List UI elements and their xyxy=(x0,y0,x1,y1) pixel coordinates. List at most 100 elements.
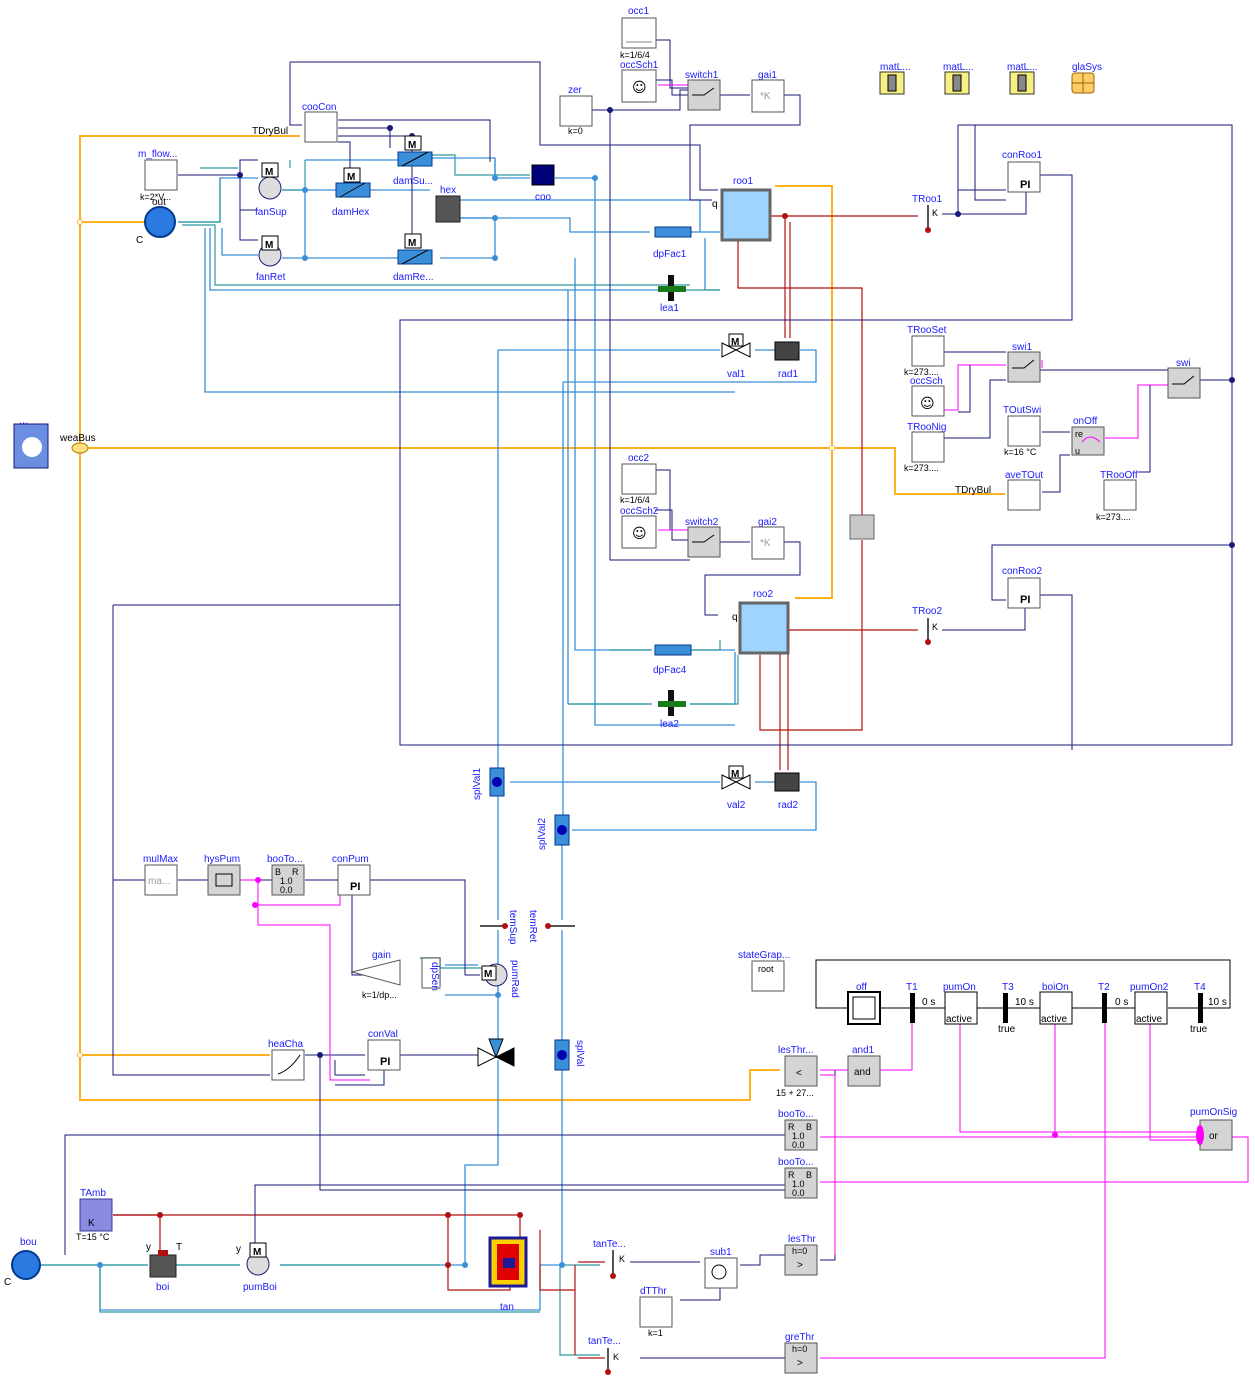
damHex-block[interactable]: M damHex xyxy=(332,167,371,218)
greThr-block[interactable]: greThr h=0 > xyxy=(784,1332,818,1374)
splVal1-block[interactable]: splVal1 xyxy=(472,767,505,800)
pumRad-block[interactable]: M pumRad xyxy=(481,960,520,998)
lea1-label: lea1 xyxy=(660,303,679,314)
dTThr-block[interactable]: dTThr k=1 xyxy=(639,1286,673,1338)
heaCha-block[interactable]: heaCha xyxy=(268,1039,305,1081)
gai2-block[interactable]: gai2 *K xyxy=(751,517,785,560)
damSup-block[interactable]: M damSu... xyxy=(393,135,433,187)
dpFac1-block[interactable]: dpFac1 xyxy=(653,226,692,260)
swi1-block[interactable]: swi1 xyxy=(1007,342,1041,383)
fanSup-m: M xyxy=(265,167,273,178)
splVal-block[interactable]: splVal xyxy=(554,1039,585,1071)
roo1-block[interactable]: roo1 q xyxy=(712,176,772,242)
stateGraph-block[interactable]: stateGrap... root xyxy=(738,950,790,992)
sub1-block[interactable]: sub1 xyxy=(704,1247,738,1289)
cooCon-block[interactable]: cooCon TDryBul xyxy=(252,102,338,143)
swi-block[interactable]: swi xyxy=(1167,358,1201,399)
coo-block[interactable]: coo xyxy=(531,164,555,203)
weaDat-block[interactable]: w... weaBus xyxy=(13,420,96,469)
conVal-block[interactable]: conVal PI xyxy=(367,1029,401,1071)
conRoo2-block[interactable]: conRoo2 PI xyxy=(1002,566,1042,609)
bou-boundary[interactable]: bou C xyxy=(4,1237,41,1288)
splVal2-block[interactable]: splVal2 xyxy=(537,814,570,850)
val1-block[interactable]: M val1 xyxy=(721,333,751,380)
stateGraph-label: stateGrap... xyxy=(738,950,790,961)
occ1-k: k=1/6/4 xyxy=(620,50,650,60)
hysPum-block[interactable]: hysPum xyxy=(204,854,241,896)
TRooNig-block[interactable]: TRooNig k=273.... xyxy=(904,422,946,473)
rad2-block[interactable]: rad2 xyxy=(774,772,800,811)
aveTOut-label: aveTOut xyxy=(1005,470,1043,481)
T2-transition[interactable]: T2 0 s xyxy=(1098,982,1128,1023)
T4-transition[interactable]: T4 10 s true xyxy=(1190,982,1227,1035)
TAmb-block[interactable]: TAmb K T=15 °C xyxy=(76,1188,113,1242)
switch2-block[interactable]: switch2 xyxy=(685,517,721,558)
pumBoi-block[interactable]: M y pumBoi xyxy=(236,1242,277,1293)
TRooOff-block[interactable]: TRooOff k=273.... xyxy=(1096,470,1138,522)
and1-block[interactable]: and1 and xyxy=(847,1045,881,1087)
val2-block[interactable]: M val2 xyxy=(721,765,751,811)
lea1-block[interactable]: lea1 xyxy=(658,275,686,314)
m-flow-block[interactable]: m_flow... k=2*V... xyxy=(138,149,178,202)
switch1-block[interactable]: switch1 xyxy=(685,70,721,111)
TOutSwi-block[interactable]: TOutSwi k=16 °C xyxy=(1003,405,1041,457)
matL2-block[interactable]: matL... xyxy=(943,62,974,95)
occSch1-block[interactable]: occSch1 ☺ xyxy=(620,60,659,103)
lea2-block[interactable]: lea2 xyxy=(658,690,686,730)
conRoo1-block[interactable]: conRoo1 PI xyxy=(1002,150,1042,193)
damRet-block[interactable]: M damRe... xyxy=(393,233,434,283)
occ2-block[interactable]: occ2 k=1/6/4 xyxy=(620,453,657,505)
temRet-block[interactable]: temRet xyxy=(527,910,575,942)
booTo1-block[interactable]: booTo... B R 1.0 0.0 xyxy=(267,854,305,896)
occSch-block[interactable]: occSch ☺ xyxy=(910,376,945,417)
glaSys-block[interactable]: glaSys xyxy=(1071,62,1102,94)
TRooSet-block[interactable]: TRooSet k=273.... xyxy=(904,325,947,377)
occSch2-block[interactable]: occSch2 ☺ xyxy=(620,506,659,549)
TRoo1-block[interactable]: TRoo1 K xyxy=(912,194,942,233)
boiOn-step[interactable]: boiOn active xyxy=(1039,982,1073,1025)
zer-block[interactable]: zer k=0 xyxy=(559,85,593,136)
pumOn-step[interactable]: pumOn active xyxy=(943,982,978,1025)
tanTe1-block[interactable]: tanTe... K xyxy=(593,1239,626,1279)
dpFac4-block[interactable]: dpFac4 xyxy=(653,644,692,676)
tan-block[interactable]: tan xyxy=(488,1236,528,1313)
occ1-block[interactable]: occ1 k=1/6/4 xyxy=(620,6,657,60)
booTo1-label: booTo... xyxy=(267,854,303,865)
dpSen-block[interactable]: dpSen xyxy=(421,957,441,991)
pumOn2-step[interactable]: pumOn2 active xyxy=(1130,982,1169,1025)
aveTOut-block[interactable]: aveTOut TDryBul xyxy=(955,470,1043,511)
svg-text:q: q xyxy=(712,199,718,210)
T1-transition[interactable]: T1 0 s xyxy=(906,982,935,1023)
TRoo2-block[interactable]: TRoo2 K xyxy=(912,606,942,645)
gain-block[interactable]: gain k=1/dp... xyxy=(350,950,401,1000)
hex-block[interactable]: hex xyxy=(435,185,461,223)
matL3-block[interactable]: matL... xyxy=(1007,62,1038,95)
mulMax-label: mulMax xyxy=(143,854,178,865)
occSch-label: occSch xyxy=(910,376,943,387)
splVal-label: splVal xyxy=(574,1040,585,1067)
lesThr1-block[interactable]: lesThr... < 15 + 27... xyxy=(776,1045,818,1098)
pumOnSig-block[interactable]: pumOnSig or xyxy=(1190,1107,1237,1151)
tanTe2-block[interactable]: tanTe... K xyxy=(588,1336,621,1375)
out-boundary[interactable]: out C xyxy=(136,197,176,246)
fanSup-block[interactable]: M fanSup xyxy=(255,162,287,218)
T3-transition[interactable]: T3 10 s true xyxy=(998,982,1034,1035)
fanRet-block[interactable]: M fanRet xyxy=(256,235,286,283)
booTo2-block[interactable]: booTo... R B 1.0 0.0 xyxy=(778,1109,818,1151)
off-step[interactable]: off xyxy=(847,982,881,1025)
roo2-block[interactable]: roo2 q xyxy=(732,589,790,655)
gai1-label: gai1 xyxy=(758,70,777,81)
onOff-block[interactable]: onOff re u xyxy=(1071,416,1105,456)
mix-valve-block[interactable] xyxy=(477,1038,515,1067)
svg-text:0.0: 0.0 xyxy=(792,1188,805,1198)
boi-block[interactable]: y T boi xyxy=(146,1242,182,1293)
conPum-block[interactable]: conPum PI xyxy=(332,854,371,896)
gai1-block[interactable]: gai1 *K xyxy=(751,70,785,113)
booTo3-block[interactable]: booTo... R B 1.0 0.0 xyxy=(778,1157,818,1199)
svg-text:M: M xyxy=(408,238,416,249)
temSup-block[interactable]: temSup xyxy=(480,910,518,945)
mulMax-block[interactable]: mulMax ma... xyxy=(143,854,178,896)
rad1-block[interactable]: rad1 xyxy=(774,341,800,380)
lesThr-block[interactable]: lesThr h=0 > xyxy=(784,1234,818,1276)
matL1-block[interactable]: matL... xyxy=(879,62,911,95)
